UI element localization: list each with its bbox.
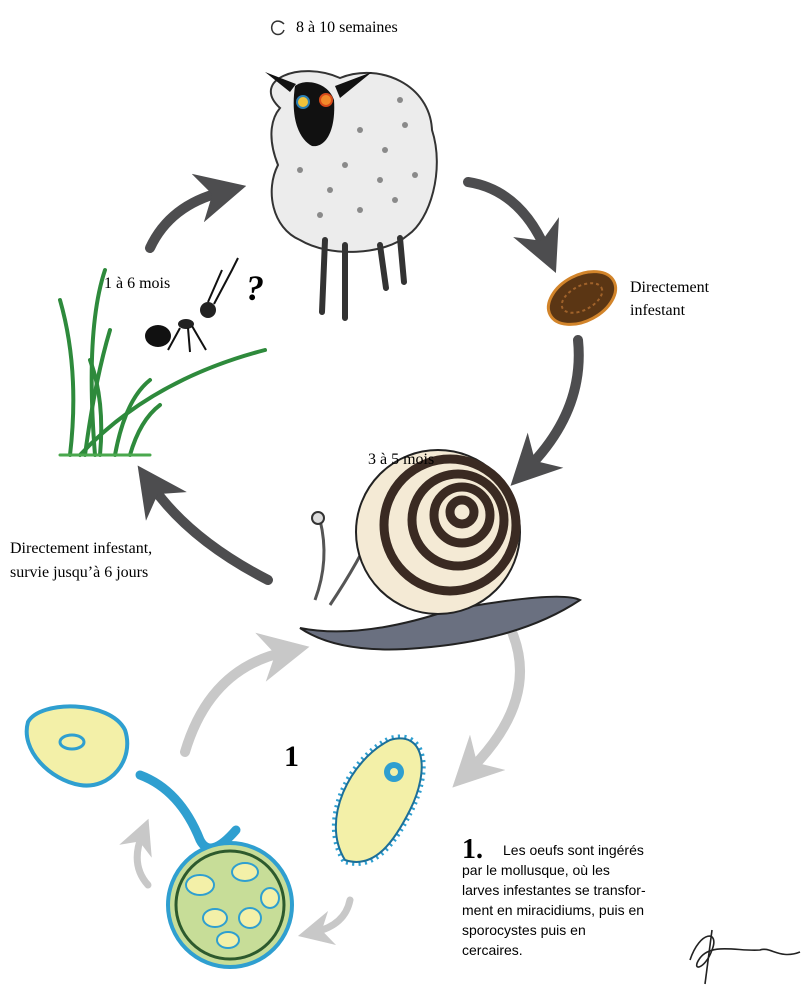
cercaria-illustration	[27, 706, 236, 848]
arrow-snail-to-grass	[152, 486, 268, 580]
caption-line-5: sporocystes puis en	[462, 922, 586, 938]
dizzy-swirl-icon	[272, 21, 284, 34]
arrow-grass-to-sheep	[150, 192, 222, 248]
snail-duration-label: 3 à 5 mois	[368, 451, 434, 468]
sheep-illustration	[265, 71, 437, 318]
arrow-cercaria-to-snail	[185, 652, 285, 752]
egg-note-line-1: Directement	[630, 279, 710, 296]
caption-line-3: larves infestantes se transfor-	[462, 882, 646, 898]
miracidium-illustration	[336, 738, 422, 862]
ant-duration-label: 1 à 6 mois	[104, 275, 170, 292]
arrow-sheep-to-egg	[468, 182, 546, 250]
sporocyst-illustration	[168, 843, 292, 967]
caption-number: 1.	[462, 834, 483, 865]
artist-signature	[690, 930, 800, 984]
cercariae-note-line-2: survie jusqu’à 6 jours	[10, 564, 148, 581]
sheep-eye-right	[320, 94, 332, 106]
arrow-sporocyst-to-cercaria	[137, 835, 148, 885]
ant-question-mark: ?	[246, 268, 264, 308]
host-duration-label: 8 à 10 semaines	[296, 19, 398, 36]
caption-line-1: Les oeufs sont ingérés	[503, 842, 644, 858]
arrow-snail-to-miracidium	[470, 632, 520, 770]
ant-illustration	[145, 258, 238, 352]
egg-note-line-2: infestant	[630, 302, 686, 319]
arrow-miracidium-to-sporocyst	[315, 900, 350, 932]
cercariae-note-line-1: Directement infestant,	[10, 540, 152, 557]
snail-illustration	[300, 450, 580, 649]
arrow-egg-to-snail	[528, 340, 579, 468]
caption-line-4: ment en miracidiums, puis en	[462, 902, 644, 918]
egg-illustration	[539, 261, 624, 335]
caption-line-6: cercaires.	[462, 942, 523, 958]
sheep-eye-left	[297, 96, 309, 108]
grass-illustration	[60, 270, 265, 455]
caption-line-2: par le mollusque, où les	[462, 862, 610, 878]
inset-number: 1	[284, 740, 299, 773]
